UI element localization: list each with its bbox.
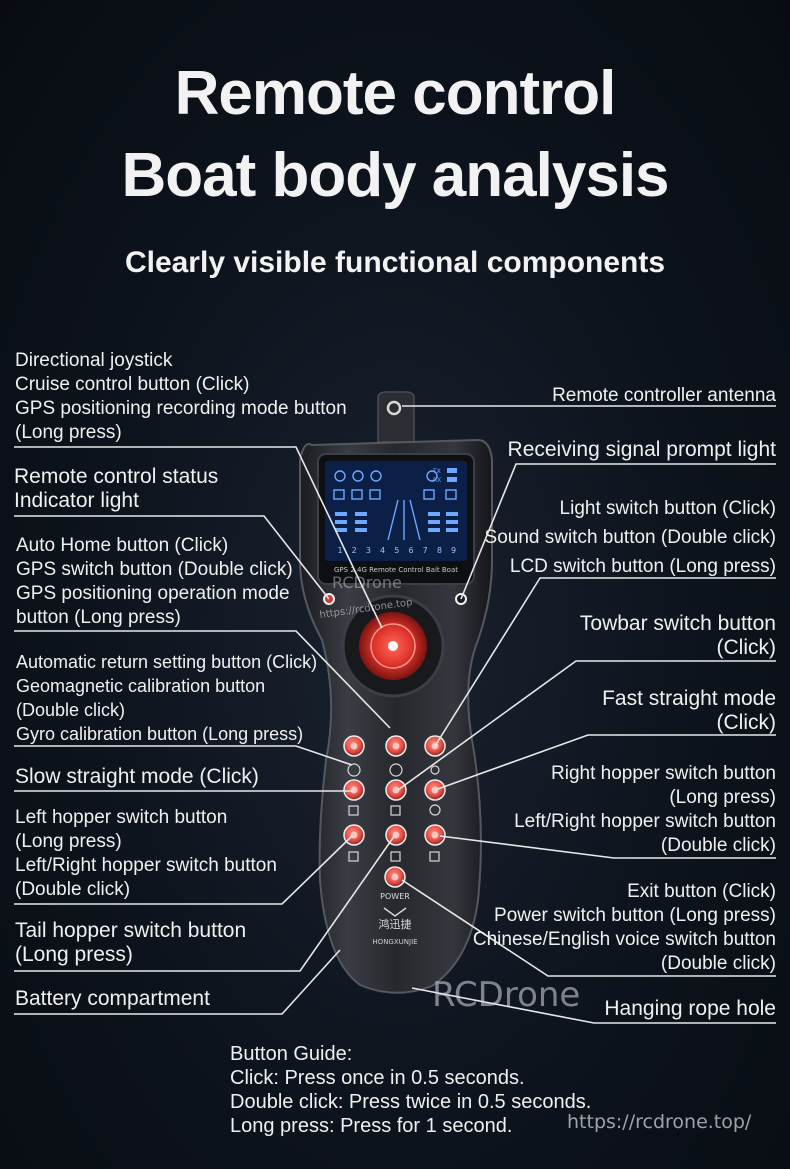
button-center-dot xyxy=(350,742,358,750)
label-towbar: Towbar switch button(Click) xyxy=(579,612,776,659)
page-subtitle: Clearly visible functional components xyxy=(124,246,666,279)
button-center-dot xyxy=(350,786,358,794)
button-center-dot xyxy=(392,786,400,794)
label-slow-straight: Slow straight mode (Click) xyxy=(15,765,259,788)
lcd-digit: 8 xyxy=(437,546,442,555)
lcd-digit: 4 xyxy=(380,546,385,555)
lcd-digit: 7 xyxy=(423,546,428,555)
label-left-hopper: Left hopper switch button(Long press)Lef… xyxy=(15,807,277,900)
label-antenna: Remote controller antenna xyxy=(552,385,776,406)
button-center-dot xyxy=(431,831,439,839)
button-guide-line: Long press: Press for 1 second. xyxy=(230,1115,513,1137)
lcd-digit: 6 xyxy=(408,546,413,555)
button-guide-line: Click: Press once in 0.5 seconds. xyxy=(230,1067,525,1089)
svg-text:鸿迅捷: 鸿迅捷 xyxy=(379,917,412,931)
watermark-url: https://rcdrone.top/ xyxy=(567,1111,752,1133)
antenna xyxy=(377,391,415,443)
label-right-hopper: Right hopper switch button(Long press)Le… xyxy=(514,763,776,856)
svg-text:POWER: POWER xyxy=(380,892,410,901)
svg-text:HONGXUNJIE: HONGXUNJIE xyxy=(372,938,417,946)
label-auto-return: Automatic return setting button (Click)G… xyxy=(16,652,318,744)
lcd-digit: 2 xyxy=(352,546,357,555)
lcd-screen xyxy=(325,461,467,561)
lcd-digit: 5 xyxy=(394,546,399,555)
button-guide: Button Guide: Click: Press once in 0.5 s… xyxy=(230,1042,591,1138)
label-rope-hole: Hanging rope hole xyxy=(604,997,776,1020)
screen-header-text: GPS 2.4G Remote Control Bait Boat xyxy=(334,566,458,574)
lcd-digit: 3 xyxy=(366,546,371,555)
watermark-text: RCDrone xyxy=(432,975,581,1015)
svg-text:RCDrone: RCDrone xyxy=(332,573,402,592)
label-battery: Battery compartment xyxy=(15,987,210,1010)
svg-text:TX: TX xyxy=(432,468,441,475)
svg-text:RX: RX xyxy=(433,477,441,484)
page-title-line1: Remote control xyxy=(174,59,617,128)
label-fast-straight: Fast straight mode(Click) xyxy=(602,687,776,734)
lcd-digit: 9 xyxy=(451,546,456,555)
lcd-digit: 1 xyxy=(337,546,342,555)
button-center-dot xyxy=(392,742,400,750)
button-guide-line: Double click: Press twice in 0.5 seconds… xyxy=(230,1091,592,1113)
antenna-ring xyxy=(386,400,402,416)
label-light-switch: Light switch button (Click)Sound switch … xyxy=(484,498,776,577)
page-title-line2: Boat body analysis xyxy=(121,141,669,210)
label-tail-hopper: Tail hopper switch button(Long press) xyxy=(15,919,247,966)
label-exit-power: Exit button (Click)Power switch button (… xyxy=(472,881,776,974)
button-guide-heading: Button Guide: xyxy=(230,1043,353,1065)
label-auto-home: Auto Home button (Click)GPS switch butto… xyxy=(16,535,293,628)
label-signal-light: Receiving signal prompt light xyxy=(507,438,776,461)
